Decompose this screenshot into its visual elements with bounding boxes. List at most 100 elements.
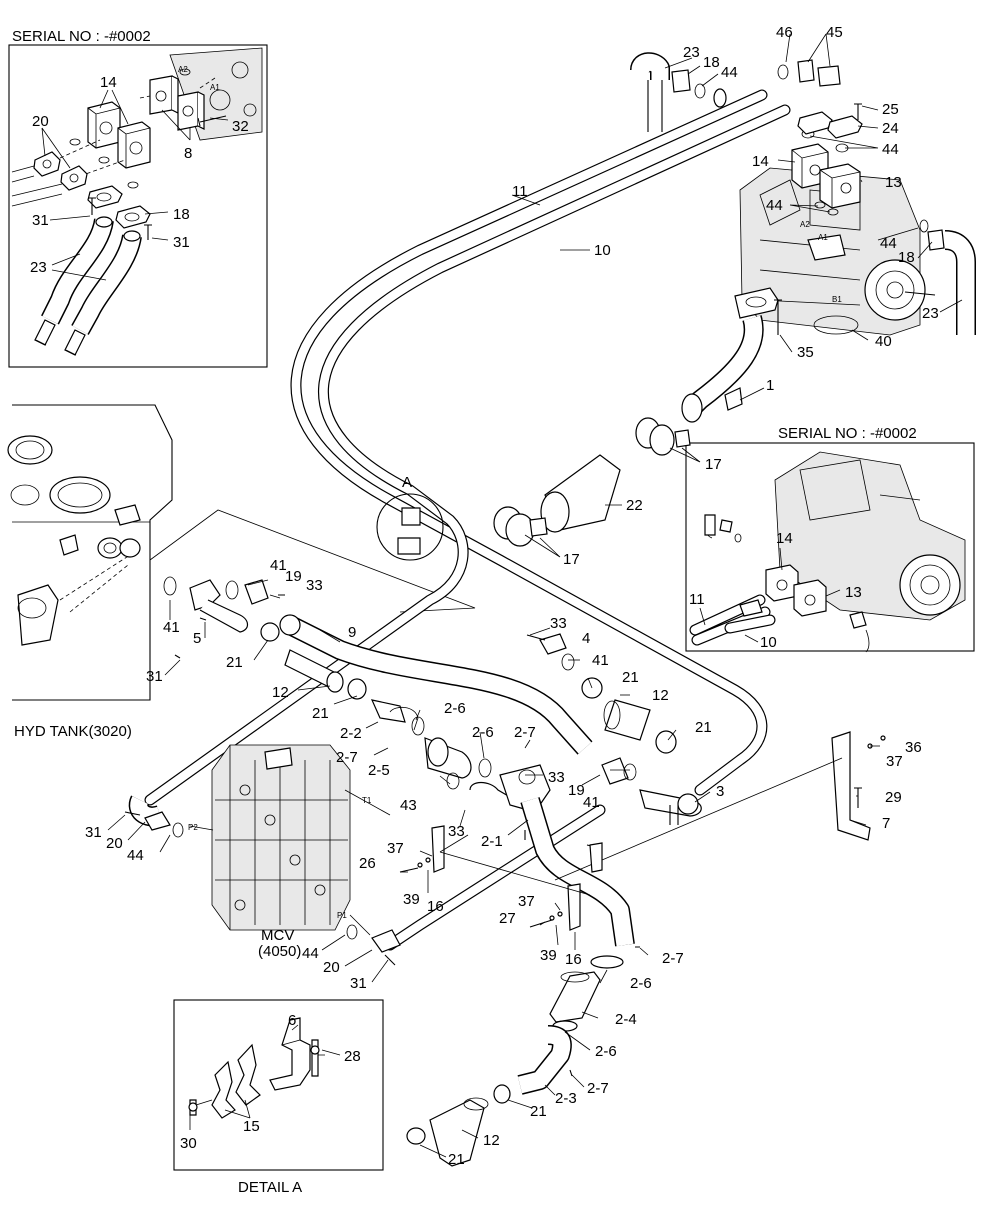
label-25: 25 [882,101,899,118]
svg-text:A1: A1 [818,233,828,242]
inset-top-left-port-marks: A2 A1 [178,65,220,92]
detail-a-frame [173,999,384,1171]
label-2-2: 2-2 [340,725,362,742]
label-32: 32 [232,118,249,135]
label-16: 16 [565,951,582,968]
label-21: 21 [312,705,329,722]
label-2-3: 2-3 [555,1090,577,1107]
label-21: 21 [448,1151,465,1168]
label-20: 20 [106,835,123,852]
label-2-4: 2-4 [615,1011,637,1028]
hyd-tank-title: HYD TANK(3020) [14,723,132,740]
label-1: 1 [766,377,774,394]
label-21: 21 [695,719,712,736]
label-4: 4 [582,630,590,647]
label-2-7: 2-7 [514,724,536,741]
label-21: 21 [530,1103,547,1120]
svg-text:P1: P1 [337,911,347,920]
label-10: 10 [760,634,777,651]
mcv-title-line2: (4050) [258,943,301,960]
label-28: 28 [344,1048,361,1065]
svg-text:T1: T1 [362,796,372,805]
hose-10-11 [144,89,791,951]
bracket-7 [554,731,886,881]
label-8: 8 [184,145,192,162]
label-31: 31 [85,824,102,841]
label-2-7: 2-7 [662,950,684,967]
pump-port-marks: A2 A1 B1 [800,220,842,304]
tank-connections [163,576,344,693]
label-9: 9 [348,624,356,641]
main-labels: 23 18 44 46 45 25 24 44 14 13 44 44 18 2… [85,24,939,1168]
label-44: 44 [302,945,319,962]
label-23: 23 [683,44,700,61]
callout-a: A [376,474,444,561]
label-22: 22 [626,497,643,514]
label-33: 33 [306,577,323,594]
label-44: 44 [766,197,783,214]
label-39: 39 [540,947,557,964]
label-43: 43 [400,797,417,814]
label-14: 14 [100,74,117,91]
label-11: 11 [512,183,528,200]
label-31: 31 [350,975,367,992]
label-36: 36 [905,739,922,756]
svg-text:B1: B1 [832,295,842,304]
mcv-valve [211,744,351,931]
label-13: 13 [885,174,902,191]
blocks-14-13 [791,103,863,216]
label-31: 31 [173,234,190,251]
svg-text:P2: P2 [188,823,198,832]
mcv-title-line1: MCV [261,927,294,944]
label-2-5: 2-5 [368,762,390,779]
label-12: 12 [652,687,669,704]
label-44: 44 [127,847,144,864]
label-17: 17 [705,456,722,473]
label-12: 12 [483,1132,500,1149]
label-15: 15 [243,1118,260,1135]
svg-text:A: A [402,474,412,491]
label-41: 41 [163,619,180,636]
label-2-6: 2-6 [630,975,652,992]
label-23: 23 [30,259,47,276]
label-31: 31 [32,212,49,229]
return-pipe-group [347,633,702,947]
label-44: 44 [880,235,897,252]
label-37: 37 [387,840,404,857]
label-21: 21 [622,669,639,686]
label-40: 40 [875,333,892,350]
label-45: 45 [826,24,843,41]
label-19: 19 [285,568,302,585]
label-19: 19 [568,782,585,799]
label-6: 6 [288,1012,296,1029]
label-18: 18 [703,54,720,71]
label-2-6: 2-6 [472,724,494,741]
label-23: 23 [922,305,939,322]
lower-pipe-group [399,825,640,1167]
label-14: 14 [776,530,793,547]
label-5: 5 [193,630,201,647]
label-31: 31 [146,668,163,685]
label-30: 30 [180,1135,197,1152]
label-29: 29 [885,789,902,806]
suction-pipe-group [493,287,859,547]
inset-frame-right [685,442,975,652]
label-7: 7 [882,815,890,832]
label-33: 33 [548,769,565,786]
label-26: 26 [359,855,376,872]
label-24: 24 [882,120,899,137]
label-14: 14 [752,153,769,170]
label-39: 39 [403,891,420,908]
label-13: 13 [845,584,862,601]
detail-a-labels: 6 28 30 15 [180,1012,361,1152]
inset-right-labels: 14 13 11 10 [689,530,862,651]
label-41: 41 [583,794,600,811]
label-37: 37 [886,753,903,770]
detail-a-title: DETAIL A [238,1179,302,1196]
svg-text:A1: A1 [210,83,220,92]
label-35: 35 [797,344,814,361]
detail-a-drawing [188,1017,325,1119]
label-2-7: 2-7 [336,749,358,766]
label-17: 17 [563,551,580,568]
